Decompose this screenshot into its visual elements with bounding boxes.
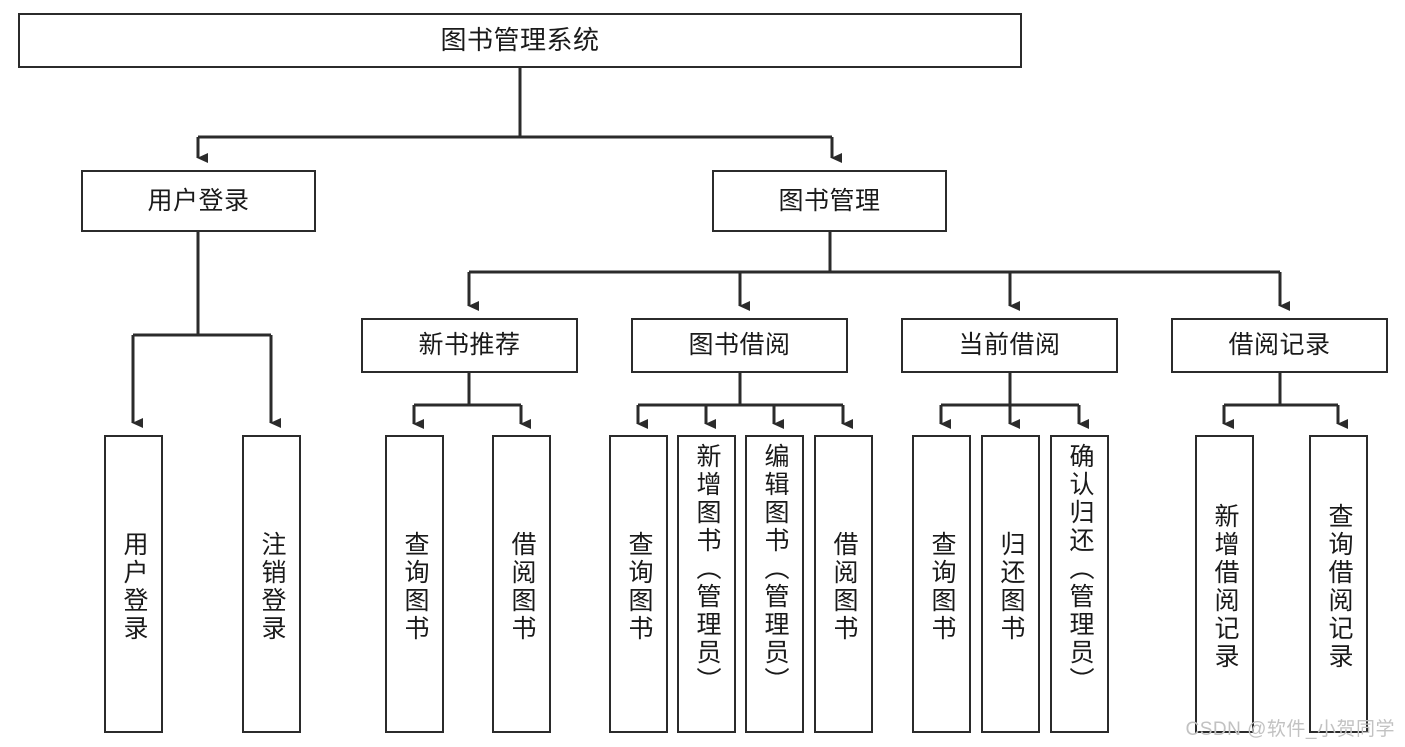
node-leaf-confirm-return-label: 确认归还（管理员） (1066, 443, 1094, 695)
node-new-book-recommend[interactable]: 新书推荐 (361, 318, 578, 373)
node-leaf-borrow-book[interactable]: 借阅图书 (814, 435, 873, 733)
node-leaf-query-record[interactable]: 查询借阅记录 (1309, 435, 1368, 733)
node-leaf-query-book-rec[interactable]: 查询图书 (385, 435, 444, 733)
node-leaf-logout-label: 注销登录 (258, 531, 286, 643)
node-user-login-label: 用户登录 (147, 186, 250, 215)
node-leaf-query-book-cur-label: 查询图书 (928, 531, 956, 643)
node-leaf-return-book-label: 归还图书 (997, 531, 1025, 643)
csdn-watermark: CSDN @软件_小贺同学 (1185, 719, 1395, 740)
node-book-borrow[interactable]: 图书借阅 (631, 318, 848, 373)
node-borrow-record[interactable]: 借阅记录 (1171, 318, 1388, 373)
node-leaf-user-login[interactable]: 用户登录 (104, 435, 163, 733)
node-leaf-add-book[interactable]: 新增图书（管理员） (677, 435, 736, 733)
node-borrow-record-label: 借阅记录 (1228, 331, 1331, 359)
node-current-borrow-label: 当前借阅 (958, 331, 1061, 359)
node-leaf-logout[interactable]: 注销登录 (242, 435, 301, 733)
node-book-borrow-label: 图书借阅 (688, 331, 791, 359)
node-leaf-query-book-borrow-label: 查询图书 (625, 531, 653, 643)
node-leaf-query-book-rec-label: 查询图书 (401, 531, 429, 643)
node-leaf-borrow-book-rec[interactable]: 借阅图书 (492, 435, 551, 733)
node-book-management[interactable]: 图书管理 (712, 170, 947, 232)
node-leaf-return-book[interactable]: 归还图书 (981, 435, 1040, 733)
node-leaf-add-record-label: 新增借阅记录 (1211, 503, 1239, 671)
node-leaf-confirm-return[interactable]: 确认归还（管理员） (1050, 435, 1109, 733)
node-leaf-borrow-book-label: 借阅图书 (830, 531, 858, 643)
node-book-management-label: 图书管理 (778, 186, 881, 215)
node-new-book-recommend-label: 新书推荐 (418, 331, 521, 359)
node-current-borrow[interactable]: 当前借阅 (901, 318, 1118, 373)
node-leaf-query-book-borrow[interactable]: 查询图书 (609, 435, 668, 733)
node-root[interactable]: 图书管理系统 (18, 13, 1022, 68)
node-leaf-add-record[interactable]: 新增借阅记录 (1195, 435, 1254, 733)
node-leaf-add-book-label: 新增图书（管理员） (693, 443, 721, 695)
node-leaf-borrow-book-rec-label: 借阅图书 (508, 531, 536, 643)
node-leaf-edit-book-label: 编辑图书（管理员） (761, 443, 789, 695)
node-leaf-edit-book[interactable]: 编辑图书（管理员） (745, 435, 804, 733)
node-root-label: 图书管理系统 (440, 25, 600, 56)
node-leaf-user-login-label: 用户登录 (120, 531, 148, 643)
node-user-login[interactable]: 用户登录 (81, 170, 316, 232)
node-leaf-query-book-cur[interactable]: 查询图书 (912, 435, 971, 733)
node-leaf-query-record-label: 查询借阅记录 (1325, 503, 1353, 671)
